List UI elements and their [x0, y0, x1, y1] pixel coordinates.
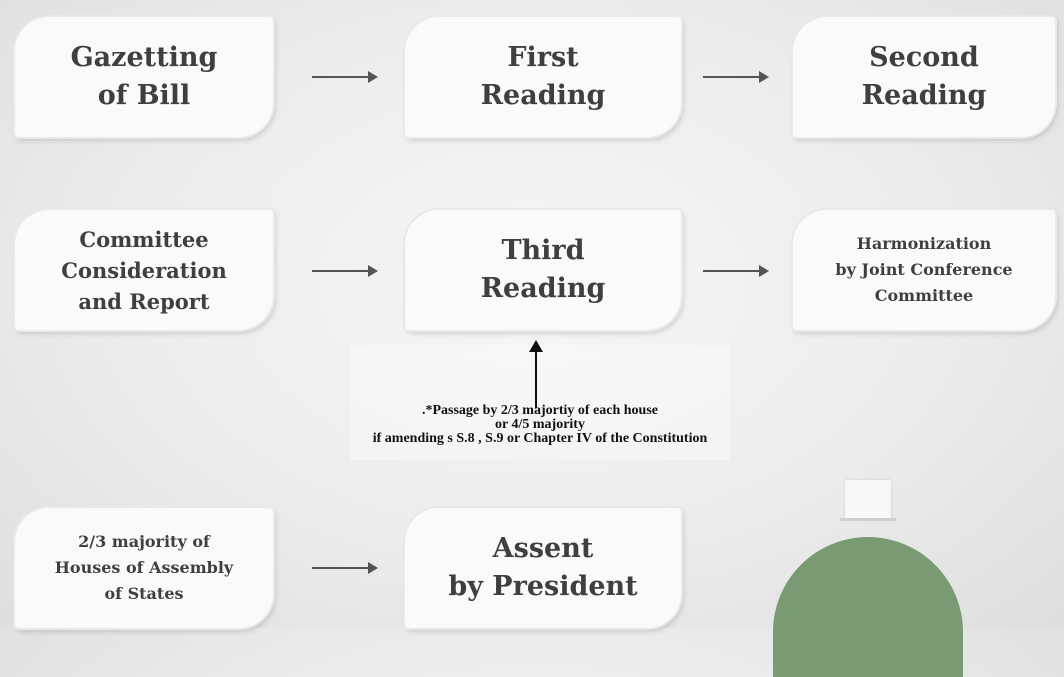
- arrow-right-icon: [703, 71, 769, 83]
- arrow-right-icon: [312, 562, 378, 574]
- arrow-right-icon: [312, 71, 378, 83]
- arrow-right-icon: [312, 265, 378, 277]
- box-line: by President: [448, 571, 638, 602]
- box-line: Gazetting: [70, 42, 218, 73]
- figure-body-icon: [773, 537, 963, 677]
- assent-by-president-box: Assent by President: [405, 508, 681, 628]
- passage-note: .*Passage by 2/3 majortiy of each house …: [200, 404, 880, 446]
- arrow-right-icon: [703, 265, 769, 277]
- note-line: .*Passage by 2/3 majortiy of each house: [421, 403, 659, 418]
- box-line: Assent: [492, 533, 594, 564]
- box-line: Committee: [874, 286, 974, 305]
- states-majority-box: 2/3 majority of Houses of Assembly of St…: [15, 508, 273, 628]
- box-line: Consideration: [61, 257, 227, 283]
- note-line: if amending s S.8 , S.9 or Chapter IV of…: [372, 431, 708, 446]
- box-line: and Report: [78, 288, 210, 314]
- arrow-up-icon: [529, 340, 543, 408]
- box-line: of Bill: [97, 80, 191, 111]
- first-reading-box: First Reading: [405, 17, 681, 137]
- note-panel: [350, 345, 730, 460]
- figure-head-icon: [845, 480, 891, 518]
- box-line: Reading: [861, 80, 987, 111]
- box-line: 2/3 majority of: [78, 532, 210, 551]
- third-reading-box: Third Reading: [405, 210, 681, 330]
- figure-neck-icon: [840, 518, 896, 521]
- box-line: Reading: [480, 80, 606, 111]
- box-line: Committee: [79, 226, 209, 252]
- note-line: or 4/5 majority: [495, 417, 585, 432]
- box-line: First: [507, 42, 579, 73]
- box-line: Third: [501, 235, 585, 266]
- box-line: of States: [104, 584, 184, 603]
- box-line: Reading: [480, 273, 606, 304]
- harmonization-box: Harmonization by Joint Conference Commit…: [793, 210, 1055, 330]
- box-line: Houses of Assembly: [54, 558, 234, 577]
- box-line: Second: [869, 42, 979, 73]
- second-reading-box: Second Reading: [793, 17, 1055, 137]
- box-line: Harmonization: [856, 234, 992, 253]
- committee-consideration-box: Committee Consideration and Report: [15, 210, 273, 330]
- box-line: by Joint Conference: [835, 260, 1013, 279]
- gazetting-of-bill-box: Gazetting of Bill: [15, 17, 273, 137]
